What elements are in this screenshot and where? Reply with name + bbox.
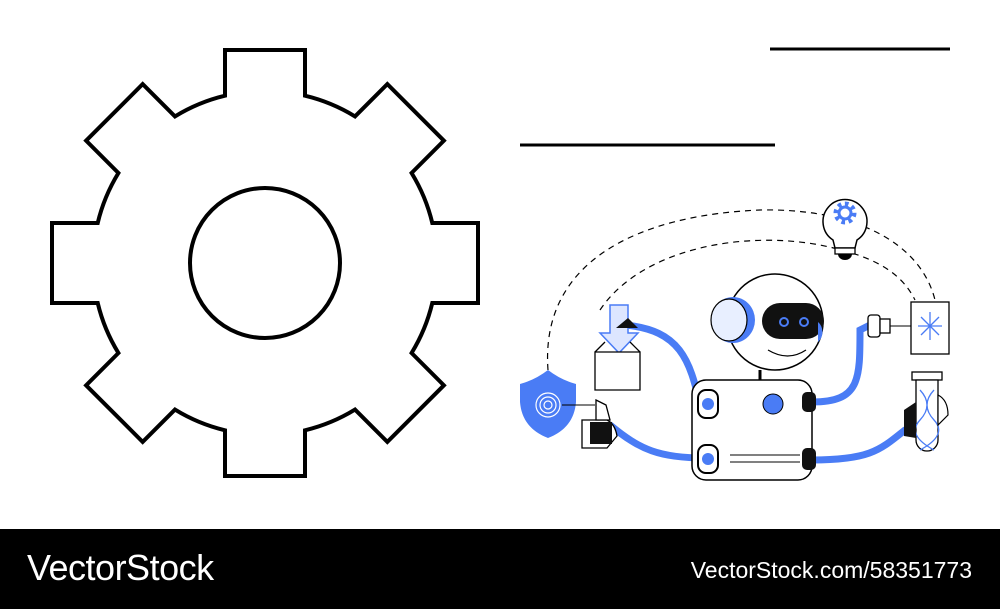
gear-icon — [50, 48, 480, 478]
test-tube-dna-icon — [904, 371, 949, 452]
gear-hole — [188, 186, 342, 340]
watermark-footer: VectorStock VectorStock.com/58351773 — [0, 529, 1000, 609]
lightbulb-gear-icon — [822, 198, 868, 260]
robot-icon — [691, 273, 824, 481]
illustration — [50, 47, 950, 481]
laser-device-icon — [867, 301, 950, 355]
shield-fingerprint-icon — [520, 370, 618, 449]
download-box-icon — [594, 304, 641, 391]
dashed-connections — [547, 209, 936, 371]
vectorstock-url: VectorStock.com/58351773 — [690, 557, 972, 583]
vectorstock-logo: VectorStock — [27, 547, 214, 588]
